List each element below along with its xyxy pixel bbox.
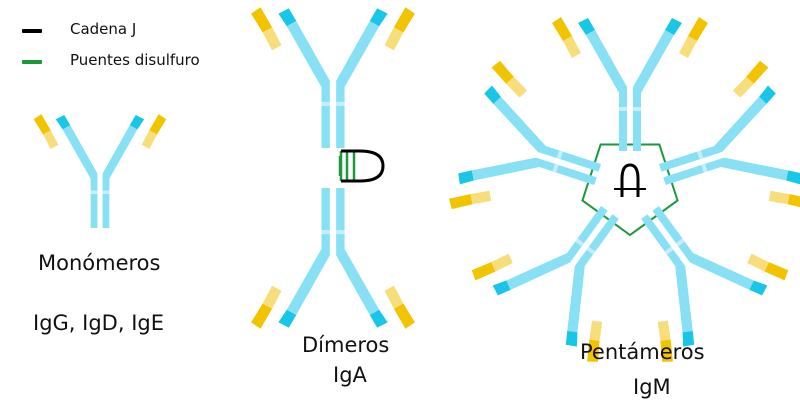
- light-chain-variable: [552, 17, 708, 41]
- light-chain-variable: [448, 60, 514, 210]
- hinge: [633, 107, 641, 111]
- hinge: [336, 230, 345, 235]
- hinge: [664, 246, 674, 255]
- heavy-variable-region: [759, 85, 800, 185]
- light-chain-constant: [491, 253, 603, 341]
- disulfide-swatch: [22, 60, 42, 64]
- light-chain-variable: [746, 60, 800, 210]
- heavy-chain: [62, 125, 138, 228]
- light-chain-constant: [262, 285, 404, 309]
- hinge: [321, 101, 330, 106]
- hinge: [90, 190, 98, 194]
- light-chain-constant: [657, 253, 769, 341]
- pentamer-antibody: [471, 206, 619, 362]
- hinge: [586, 246, 596, 255]
- heavy-chain: [506, 206, 619, 333]
- hinge: [575, 238, 585, 247]
- dimer-types: IgA: [333, 363, 367, 387]
- light-chain-constant: [732, 76, 790, 205]
- dimer-antibody-top: [251, 7, 415, 149]
- monomer-antibody: [33, 114, 167, 228]
- hinge: [336, 101, 345, 106]
- light-chain-constant: [563, 36, 697, 58]
- light-chain-constant: [43, 130, 157, 149]
- heavy-variable-region: [55, 114, 145, 130]
- light-chain-variable: [251, 7, 415, 33]
- heavy-chain: [641, 206, 754, 333]
- hinge: [556, 150, 564, 160]
- light-chain-variable: [33, 114, 167, 135]
- hinge: [619, 107, 627, 111]
- heavy-chain: [286, 188, 380, 316]
- pentamer-disulfide-ring: [581, 143, 679, 237]
- light-chain-variable: [251, 303, 415, 329]
- hinge: [701, 163, 708, 173]
- heavy-chain: [286, 20, 380, 149]
- j-chain-swatch: [22, 29, 42, 33]
- dimer-title: Dímeros: [302, 333, 390, 357]
- heavy-variable-region: [458, 85, 501, 185]
- dimer-j-chain: [341, 149, 385, 183]
- hinge: [321, 230, 330, 235]
- heavy-variable-region: [492, 280, 578, 347]
- pentamer-j-chain: [620, 163, 640, 197]
- heavy-variable-region: [278, 309, 388, 328]
- pentamer-antibody: [641, 206, 789, 362]
- pentamer-antibody: [658, 60, 800, 210]
- pentamer-types: IgM: [633, 375, 671, 399]
- j-chain-legend-label: Cadena J: [70, 20, 137, 38]
- heavy-variable-region: [278, 8, 388, 27]
- pentamer-antibody: [448, 60, 602, 210]
- heavy-variable-region: [578, 18, 682, 35]
- monomer-types: IgG, IgD, IgE: [33, 311, 164, 335]
- hinge: [102, 190, 110, 194]
- heavy-variable-region: [682, 280, 768, 347]
- hinge: [696, 150, 704, 160]
- light-chain-variable: [471, 262, 600, 362]
- pentamer-disulfide-bridges: [338, 143, 679, 237]
- pentamer-antibody: [552, 17, 708, 151]
- pentamer-title: Pentámeros: [580, 340, 705, 364]
- light-chain-constant: [470, 76, 528, 205]
- dimer-antibody-bottom: [251, 188, 415, 329]
- heavy-chain: [586, 30, 674, 151]
- light-chain-variable: [660, 262, 789, 362]
- monomer-title: Monómeros: [38, 251, 161, 275]
- hinge: [675, 238, 685, 247]
- light-chain-constant: [262, 27, 404, 51]
- heavy-chain: [471, 96, 602, 185]
- heavy-chain: [658, 96, 789, 185]
- hinge: [552, 163, 559, 173]
- disulfide-legend-label: Puentes disulfuro: [70, 51, 200, 69]
